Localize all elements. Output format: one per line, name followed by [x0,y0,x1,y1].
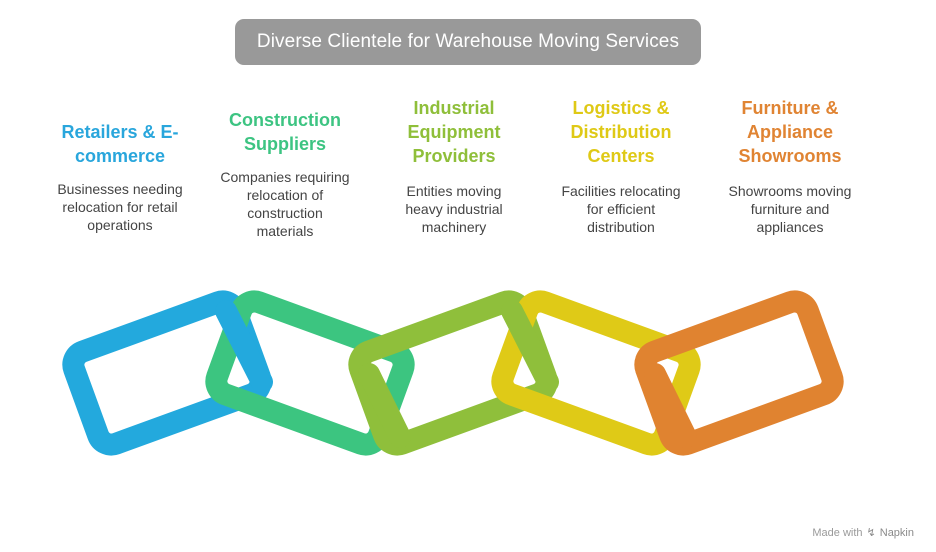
desc-line: for efficient [586,201,656,217]
title-line: Equipment [407,122,501,142]
title-line: Providers [412,146,496,166]
chain-overlap-olive [358,363,411,448]
desc-line: distribution [587,219,655,235]
desc-line: relocation of [246,187,324,203]
column-retailers: Retailers & E- commerce Businesses needi… [45,120,195,234]
desc-line: heavy industrial [405,201,503,217]
desc-line: Companies requiring [220,169,350,185]
desc-line: Businesses needing [57,181,183,197]
chain-overlap-olive-2 [501,300,559,393]
column-title: Retailers & E- commerce [45,120,195,168]
title-line: Retailers & E- [61,122,179,142]
desc-line: Showrooms moving [728,183,852,199]
desc-line: materials [256,223,314,239]
column-description: Entities moving heavy industrial machine… [379,182,529,236]
footer-brand: Napkin [879,526,914,539]
column-description: Businesses needing relocation for retail… [45,180,195,234]
column-title: Furniture & Appliance Showrooms [715,96,865,168]
desc-line: relocation for retail [62,199,178,215]
title-line: Centers [587,146,655,166]
column-title: Construction Suppliers [210,108,360,156]
title-banner: Diverse Clientele for Warehouse Moving S… [235,19,701,65]
chain-overlap-orange [644,363,697,448]
title-line: Appliance [746,122,834,142]
column-construction: Construction Suppliers Companies requiri… [210,108,360,240]
title-line: Distribution [570,122,672,142]
desc-line: furniture and [750,201,830,217]
desc-line: appliances [756,219,824,235]
column-logistics: Logistics & Distribution Centers Facilit… [546,96,696,236]
diagram-title: Diverse Clientele for Warehouse Moving S… [256,31,680,52]
column-title: Industrial Equipment Providers [379,96,529,168]
desc-line: Facilities relocating [561,183,681,199]
title-line: Logistics & [572,98,670,118]
desc-line: machinery [421,219,487,235]
column-furniture: Furniture & Appliance Showrooms Showroom… [715,96,865,236]
title-line: commerce [74,146,166,166]
column-industrial: Industrial Equipment Providers Entities … [379,96,529,236]
chain-overlap-blue [215,300,273,393]
title-line: Suppliers [243,134,327,154]
title-line: Showrooms [738,146,842,166]
column-description: Showrooms moving furniture and appliance… [715,182,865,236]
column-title: Logistics & Distribution Centers [546,96,696,168]
desc-line: construction [247,205,323,221]
desc-line: Entities moving [406,183,502,199]
desc-line: operations [87,217,153,233]
column-description: Companies requiring relocation of constr… [210,168,360,240]
footer-prefix: Made with [812,526,863,539]
footer-credit: Made with ↯ Napkin [812,526,914,540]
napkin-logo-icon: ↯ [866,527,876,539]
title-line: Industrial [413,98,495,118]
title-line: Construction [229,110,341,130]
title-line: Furniture & [741,98,839,118]
column-description: Facilities relocating for efficient dist… [546,182,696,236]
